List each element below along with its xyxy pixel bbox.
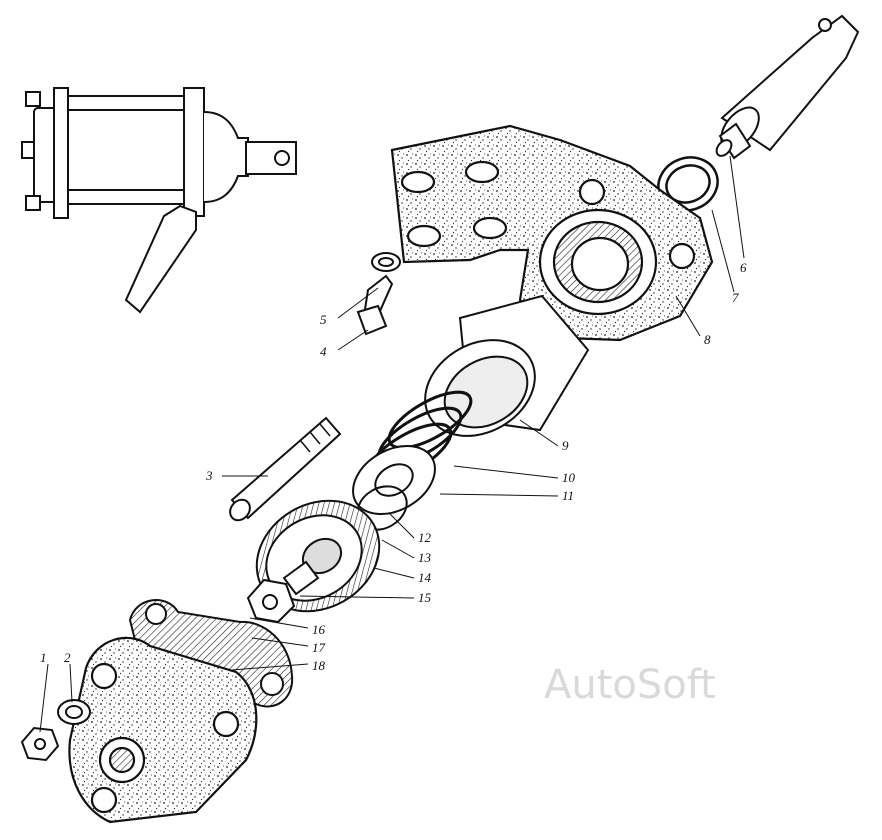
callout-8: 8 bbox=[704, 332, 711, 347]
callout-1: 1 bbox=[40, 650, 47, 665]
callout-6: 6 bbox=[740, 260, 747, 275]
callout-15: 15 bbox=[418, 590, 432, 605]
housing-bracket-part-8 bbox=[390, 124, 714, 342]
shaft-part-6 bbox=[715, 14, 860, 160]
callout-16: 16 bbox=[312, 622, 326, 637]
gasket-parts-16-17 bbox=[128, 599, 294, 708]
callout-3: 3 bbox=[205, 468, 213, 483]
callout-12: 12 bbox=[418, 530, 432, 545]
callout-14: 14 bbox=[418, 570, 432, 585]
callout-2: 2 bbox=[64, 650, 71, 665]
callout-4: 4 bbox=[320, 344, 327, 359]
callout-13: 13 bbox=[418, 550, 432, 565]
leader-lines bbox=[39, 155, 745, 733]
inset-assembled-view bbox=[21, 87, 297, 314]
watermark: AutoSoft bbox=[544, 662, 716, 708]
callout-17: 17 bbox=[312, 640, 326, 655]
piston-sleeve-part-9 bbox=[424, 294, 590, 437]
nut-part-15 bbox=[246, 560, 320, 624]
callout-10: 10 bbox=[562, 470, 576, 485]
washer-part-11 bbox=[352, 444, 436, 516]
callout-11: 11 bbox=[562, 488, 574, 503]
callout-5: 5 bbox=[320, 312, 327, 327]
nut-and-washer-parts-1-2 bbox=[20, 699, 91, 762]
callout-labels: 1 2 3 4 5 6 7 8 9 10 11 12 13 14 15 16 1… bbox=[40, 260, 747, 673]
callout-7: 7 bbox=[732, 290, 739, 305]
stud-part-3 bbox=[229, 416, 342, 522]
bolt-and-washer-parts-4-5 bbox=[356, 252, 401, 336]
end-cover-part-18 bbox=[68, 636, 258, 824]
callout-18: 18 bbox=[312, 658, 326, 673]
callout-9: 9 bbox=[562, 438, 569, 453]
